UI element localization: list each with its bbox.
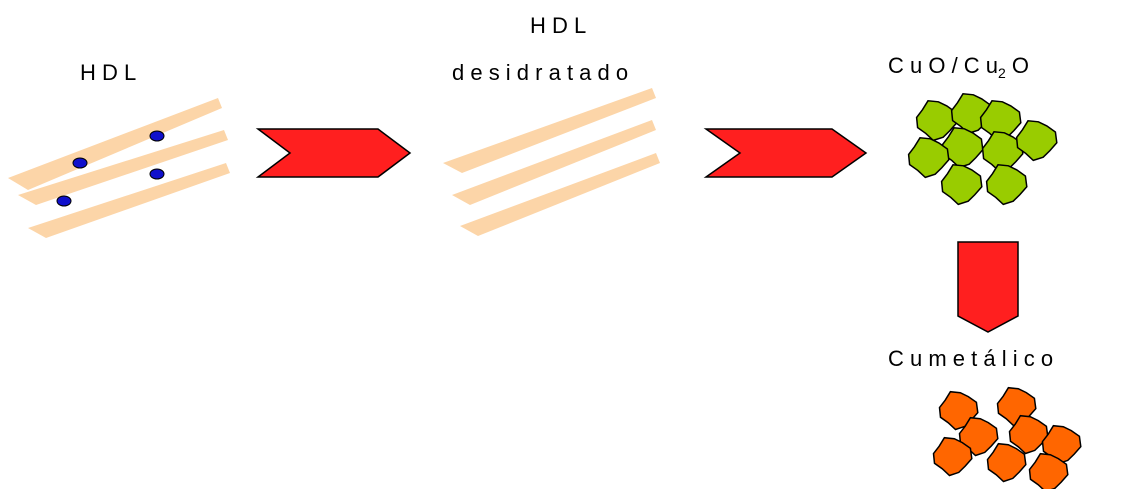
hdl-layer (460, 153, 660, 236)
chevron-arrow-icon (703, 128, 868, 178)
hdl-layer (452, 120, 656, 205)
oxide-particle (1015, 120, 1058, 162)
hdl-dehydrated-label-line1: H D L (530, 13, 586, 38)
anion-dot (149, 168, 165, 180)
dehydrated-layers (443, 88, 660, 236)
oxide-particle (915, 100, 958, 142)
hdl-layers (8, 98, 230, 238)
metal-particle (986, 442, 1027, 483)
metal-particle (932, 436, 973, 477)
metal-particle (1041, 424, 1082, 465)
metal-particle (1008, 414, 1049, 455)
anion-dot (149, 130, 165, 142)
hdl-ions (56, 130, 165, 207)
anion-dot (56, 195, 72, 207)
hdl-layer (443, 88, 656, 173)
oxide-particle (940, 164, 983, 206)
hdl-layer (28, 163, 230, 238)
metal-particle (958, 416, 999, 457)
metal-particle-cluster (932, 386, 1082, 489)
metal-particle (1028, 452, 1069, 489)
chevron-arrow-icon (957, 241, 1019, 333)
oxide-particle (941, 127, 984, 169)
hdl-label: H D L (80, 60, 136, 85)
hdl-layer (18, 130, 228, 205)
hdl-layer (8, 98, 222, 190)
metallic-label: C u m e t á l i c o (888, 346, 1053, 371)
chevron-arrow-icon (255, 128, 412, 178)
oxide-particle (907, 137, 950, 179)
oxide-particle-cluster (907, 93, 1058, 206)
oxide-particle (985, 164, 1028, 206)
anion-dot (72, 157, 88, 169)
hdl-dehydrated-label-line2: d e s i d r a t a d o (452, 60, 628, 85)
